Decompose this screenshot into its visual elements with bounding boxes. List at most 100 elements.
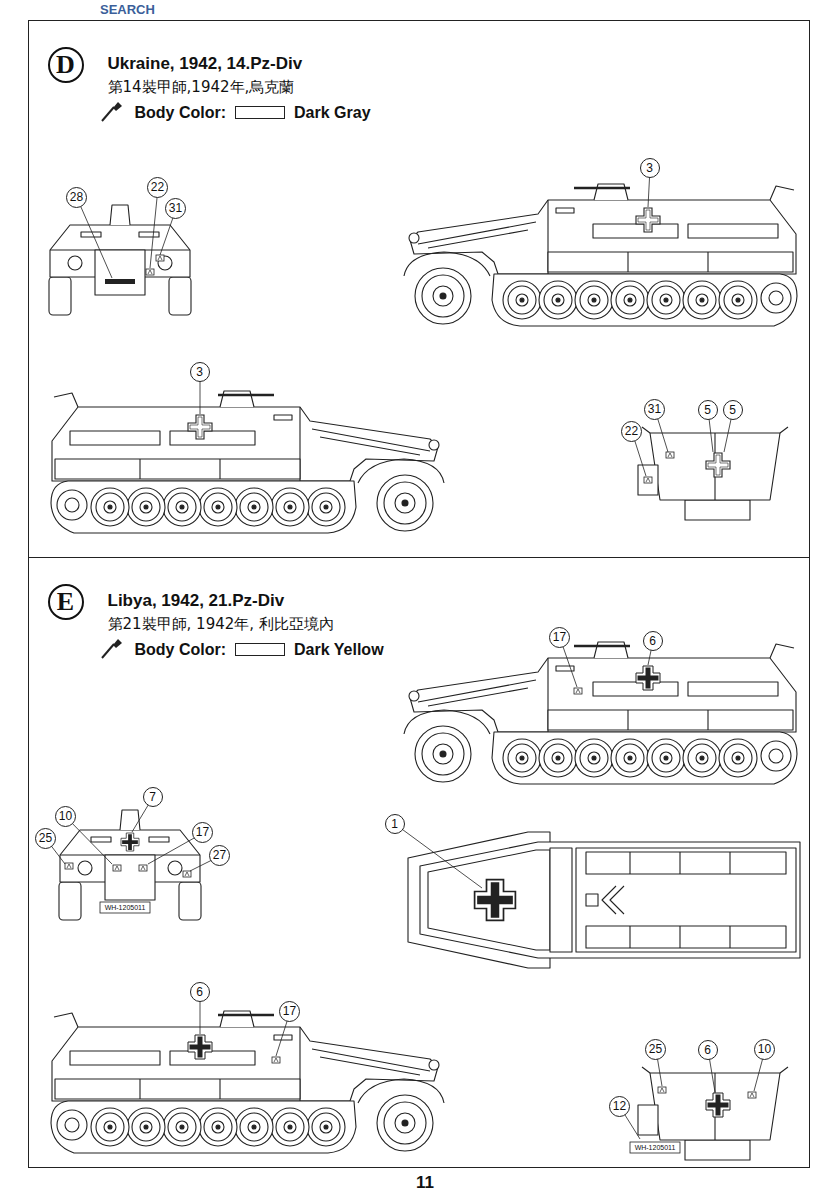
callout-number: 27 bbox=[209, 845, 230, 866]
callout-number: 31 bbox=[165, 198, 186, 219]
left-side-view bbox=[51, 1011, 444, 1153]
callout-number: 10 bbox=[59, 810, 72, 822]
callout-number: 27 bbox=[213, 849, 226, 861]
right-side-view bbox=[404, 642, 797, 784]
scheme-subtitle: 第21裝甲師, 1942年, 利比亞境內 bbox=[108, 612, 384, 636]
callout-number: 5 bbox=[704, 404, 711, 416]
callout-number: 12 bbox=[609, 1096, 630, 1117]
callout-number: 25 bbox=[645, 1039, 666, 1060]
right-side-view bbox=[404, 184, 797, 326]
callout-number: 31 bbox=[169, 202, 182, 214]
callout-number: 25 bbox=[39, 832, 52, 844]
color-swatch bbox=[235, 106, 285, 119]
callout-number: 10 bbox=[55, 806, 76, 827]
callout-number: 17 bbox=[192, 822, 213, 843]
watermark: SEARCH bbox=[100, 2, 155, 17]
callout-number: 12 bbox=[613, 1100, 626, 1112]
scheme-letter: E bbox=[57, 589, 74, 615]
callout-number: 5 bbox=[698, 400, 718, 420]
bar-decal bbox=[105, 279, 135, 284]
callout-number: 22 bbox=[151, 181, 164, 193]
callout-number: 10 bbox=[758, 1043, 771, 1055]
body-color-row: Body Color:Dark Gray bbox=[135, 101, 371, 125]
callout-number: 31 bbox=[644, 399, 665, 420]
callout-number: 6 bbox=[704, 1044, 711, 1056]
callout-number: 6 bbox=[196, 986, 203, 998]
color-label: Body Color: bbox=[135, 638, 227, 662]
cross-decal bbox=[121, 833, 139, 851]
cross-decal bbox=[636, 666, 660, 690]
scheme-heading: Ukraine, 1942, 14.Pz-Div第14裝甲師,1942年,烏克蘭… bbox=[108, 53, 371, 125]
callout-number: 22 bbox=[147, 177, 168, 198]
small-decal bbox=[65, 863, 73, 869]
cross-decal bbox=[188, 415, 212, 439]
scheme-letter-circle: E bbox=[48, 584, 84, 620]
leader-line bbox=[66, 817, 112, 864]
callout-number: 3 bbox=[190, 362, 210, 382]
body-color-row: Body Color: Dark Yellow bbox=[135, 638, 384, 662]
left-side-view bbox=[51, 391, 444, 533]
scheme-letter-circle: D bbox=[48, 47, 84, 83]
callout-number: 25 bbox=[35, 828, 56, 849]
cross-decal bbox=[706, 453, 730, 477]
callout-number: 22 bbox=[621, 421, 642, 442]
licence-plate bbox=[100, 902, 150, 913]
callout-number: 28 bbox=[70, 191, 83, 203]
paint-brush-icon bbox=[102, 102, 122, 121]
page-number: 11 bbox=[395, 1172, 455, 1194]
callout-number: 22 bbox=[625, 425, 638, 437]
cross-decal bbox=[636, 208, 660, 232]
callout-number: 17 bbox=[196, 826, 209, 838]
scheme-heading: Libya, 1942, 21.Pz-Div第21裝甲師, 1942年, 利比亞… bbox=[108, 590, 384, 662]
small-decal bbox=[272, 1057, 280, 1063]
callout-number: 6 bbox=[190, 982, 210, 1002]
callout-number: 17 bbox=[549, 627, 570, 648]
plate-number: WH-1205011 bbox=[100, 902, 150, 913]
small-decal bbox=[574, 688, 582, 694]
small-decal bbox=[748, 1092, 756, 1098]
rear-view bbox=[638, 427, 788, 520]
callout-number: 3 bbox=[646, 162, 653, 174]
callout-number: 6 bbox=[649, 635, 656, 647]
top-view bbox=[408, 832, 800, 968]
callout-number: 17 bbox=[279, 1001, 300, 1022]
scheme-panel: Ukraine, 1942, 14.Pz-Div第14裝甲師,1942年,烏克蘭… bbox=[28, 20, 810, 558]
licence-plate bbox=[630, 1142, 680, 1153]
cross-decal bbox=[475, 880, 516, 921]
small-decal bbox=[183, 871, 191, 877]
cross-decal bbox=[188, 1035, 212, 1059]
callout-number: 1 bbox=[385, 814, 405, 834]
leader-line bbox=[395, 824, 482, 888]
callout-number: 10 bbox=[754, 1039, 775, 1060]
small-decal bbox=[666, 452, 674, 458]
color-name: Dark Gray bbox=[294, 101, 371, 125]
small-decal bbox=[139, 865, 147, 871]
small-decal bbox=[113, 865, 121, 871]
callout-number: 3 bbox=[196, 366, 203, 378]
scheme-letter: D bbox=[56, 52, 75, 78]
scheme-title: Libya, 1942, 21.Pz-Div bbox=[108, 590, 384, 612]
front-view bbox=[59, 810, 201, 920]
small-decal bbox=[146, 269, 154, 275]
callout-number: 25 bbox=[649, 1043, 662, 1055]
color-name: Dark Yellow bbox=[294, 638, 384, 662]
scheme-subtitle: 第14裝甲師,1942年,烏克蘭 bbox=[108, 75, 371, 99]
scheme-panel: Libya, 1942, 21.Pz-Div第21裝甲師, 1942年, 利比亞… bbox=[28, 557, 810, 1168]
callout-number: 3 bbox=[640, 158, 660, 178]
small-decal bbox=[644, 477, 652, 483]
callout-number: 7 bbox=[143, 787, 163, 807]
small-decal bbox=[156, 255, 164, 261]
front-view bbox=[49, 205, 191, 315]
callout-number: 5 bbox=[729, 404, 736, 416]
callout-number: 1 bbox=[391, 818, 398, 830]
color-swatch bbox=[235, 643, 285, 656]
leader-lines bbox=[46, 168, 765, 1139]
callout-number: 31 bbox=[648, 403, 661, 415]
callout-number: 7 bbox=[149, 791, 156, 803]
callout-number: 28 bbox=[66, 187, 87, 208]
cross-decal bbox=[706, 1093, 730, 1117]
callout-number: 6 bbox=[643, 631, 663, 651]
callout-number: 5 bbox=[723, 400, 743, 420]
scheme-title: Ukraine, 1942, 14.Pz-Div bbox=[108, 53, 371, 75]
